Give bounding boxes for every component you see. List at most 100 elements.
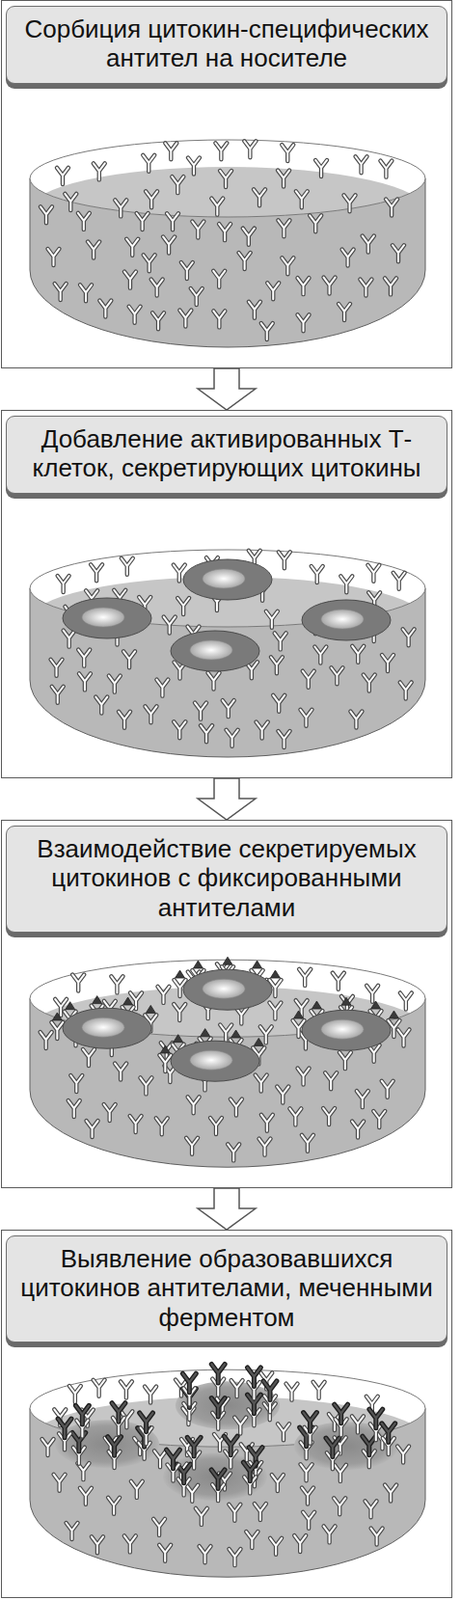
- antibody-outline: [289, 1108, 301, 1125]
- antibody-fill: [120, 1381, 133, 1398]
- antibody-fill: [263, 1381, 277, 1401]
- antibody-fill: [359, 279, 372, 297]
- labeled-antibody: [75, 1405, 89, 1425]
- cytokine: [160, 1045, 170, 1054]
- antibody-fill: [157, 986, 169, 1004]
- antibody-fill: [325, 1437, 340, 1458]
- antibody-fill: [281, 257, 294, 274]
- antibody-outline: [153, 1518, 165, 1536]
- antibody-fill: [278, 551, 291, 569]
- antibody-outline: [296, 190, 308, 208]
- antibody-outline: [163, 617, 176, 634]
- antibody-fill: [114, 199, 127, 217]
- antibody-fill: [299, 709, 312, 727]
- antibody-fill: [54, 283, 67, 300]
- antibody-outline: [211, 1398, 225, 1418]
- antibody-fill: [297, 277, 309, 295]
- antibody-outline: [352, 646, 364, 663]
- antibody-fill: [350, 711, 362, 729]
- antibody-outline: [301, 1135, 314, 1152]
- antibody-fill: [108, 676, 121, 693]
- antibody-outline: [324, 1525, 336, 1543]
- antibody: [276, 1086, 289, 1104]
- antibody: [215, 142, 227, 160]
- antibody: [171, 176, 184, 193]
- antibody: [80, 1488, 92, 1505]
- antibody-outline: [339, 1052, 352, 1069]
- antibody: [64, 193, 77, 211]
- labeled-antibody: [247, 1367, 262, 1387]
- antibody-outline: [302, 1512, 315, 1529]
- antibody: [188, 157, 200, 174]
- antibody-outline: [313, 1382, 326, 1399]
- antibody-fill: [323, 1108, 335, 1125]
- antibody-outline: [270, 1538, 282, 1555]
- antibody-outline: [66, 1522, 79, 1540]
- labeled-antibody: [303, 1412, 318, 1433]
- antibody-fill: [400, 992, 412, 1009]
- flow-arrow: [197, 1188, 256, 1230]
- antibody-outline: [213, 271, 225, 288]
- antibody: [324, 277, 336, 295]
- antibody-fill: [80, 284, 92, 301]
- labeled-antibody: [381, 1423, 396, 1443]
- antibody: [123, 650, 136, 668]
- antibody: [297, 277, 309, 295]
- antibody-fill: [333, 1497, 346, 1515]
- antibody-fill: [362, 236, 375, 253]
- antibody-fill: [219, 170, 232, 188]
- t-cell-nucleus: [202, 978, 245, 999]
- antibody-outline: [213, 310, 225, 327]
- antibody-outline: [223, 1436, 238, 1456]
- antibody: [191, 221, 204, 239]
- antibody-outline: [226, 730, 239, 747]
- antibody-outline: [186, 1138, 198, 1155]
- antibody-fill: [154, 1450, 166, 1467]
- antibody-fill: [130, 1115, 142, 1133]
- antibody-outline: [78, 213, 90, 230]
- antibody-outline: [263, 1381, 277, 1401]
- antibody: [142, 155, 155, 172]
- antibody: [339, 1052, 352, 1069]
- antibody-fill: [195, 1508, 208, 1525]
- antibody: [52, 686, 64, 704]
- antibody-fill: [385, 198, 398, 216]
- antibody-fill: [47, 248, 59, 266]
- antibody: [124, 271, 136, 289]
- antibody: [384, 1485, 397, 1502]
- antibody: [68, 1100, 81, 1117]
- antibody: [179, 310, 191, 327]
- antibody: [163, 617, 176, 634]
- t-cell-nucleus: [321, 609, 364, 629]
- antibody: [330, 667, 343, 684]
- t-cell: [183, 559, 272, 600]
- antibody: [231, 1380, 244, 1397]
- labeled-antibody: [362, 1436, 377, 1456]
- antibody-fill: [314, 647, 326, 664]
- antibody: [186, 1138, 198, 1155]
- antibody-fill: [381, 1423, 396, 1443]
- antibody-fill: [166, 213, 179, 230]
- antibody-outline: [124, 271, 136, 289]
- antibody-fill: [151, 279, 163, 297]
- antibody: [355, 156, 368, 173]
- antibody-outline: [188, 157, 200, 174]
- labeled-antibody: [334, 1404, 349, 1424]
- antibody-outline: [190, 288, 203, 305]
- antibody: [108, 1497, 120, 1515]
- antibody-outline: [298, 969, 311, 986]
- antibody-fill: [64, 193, 77, 211]
- antibody: [213, 310, 225, 327]
- petri-dish: [27, 956, 428, 1167]
- antibody-fill: [352, 1121, 364, 1139]
- antibody-fill: [248, 301, 261, 319]
- antibody-outline: [120, 1381, 133, 1398]
- antibody: [365, 1500, 378, 1518]
- antibody-outline: [56, 167, 69, 185]
- antibody-outline: [276, 1086, 289, 1104]
- antibody-fill: [301, 1135, 314, 1152]
- labeled-antibody: [108, 1437, 122, 1457]
- antibody-outline: [277, 219, 290, 237]
